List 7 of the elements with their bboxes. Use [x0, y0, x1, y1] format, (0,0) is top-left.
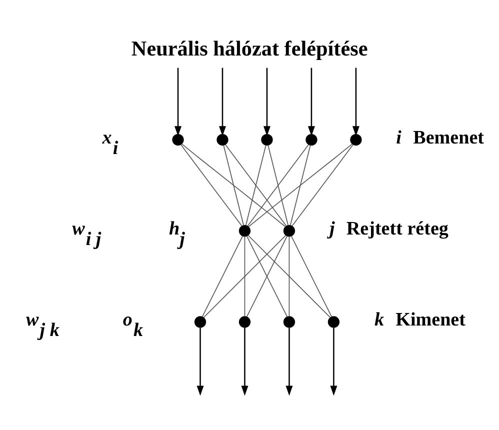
diagram-title: Neurális hálózat felépítése: [131, 36, 368, 60]
node-label: k: [374, 310, 384, 331]
node-label: Bemenet: [413, 127, 484, 148]
node-label: j: [329, 218, 335, 240]
node-label: Kimenet: [396, 310, 466, 331]
node-label: i: [396, 127, 402, 148]
node-label: Rejtett réteg: [346, 218, 448, 240]
